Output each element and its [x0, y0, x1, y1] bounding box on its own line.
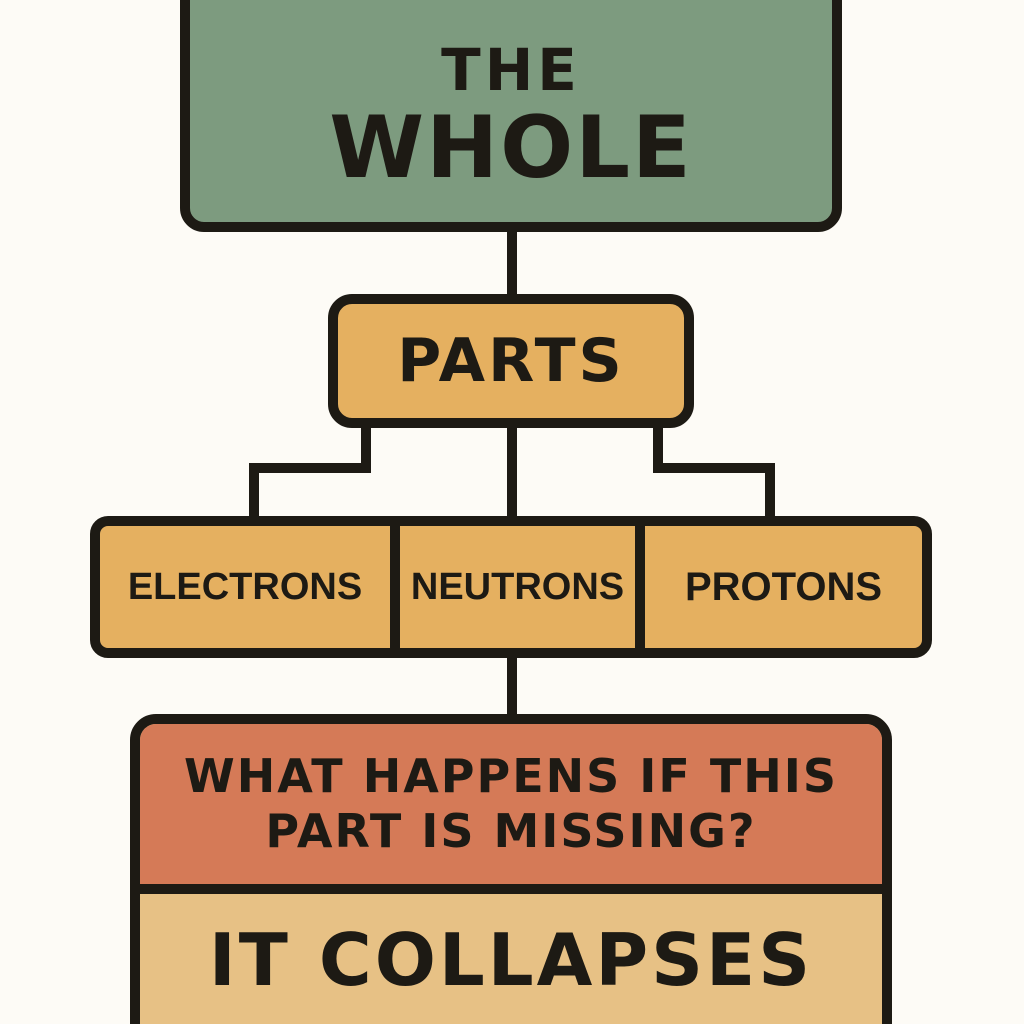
- component-electrons: ELECTRONS: [100, 526, 400, 648]
- question-box: WHAT HAPPENS IF THIS PART IS MISSING?: [140, 724, 882, 894]
- question-answer-block: WHAT HAPPENS IF THIS PART IS MISSING? IT…: [130, 714, 892, 1024]
- answer-label: IT COLLAPSES: [208, 918, 814, 1002]
- connector-parts-protons: [653, 424, 775, 520]
- connector-parts-electrons: [249, 424, 371, 520]
- parts-label: PARTS: [397, 326, 625, 396]
- whole-title-line1: THE: [441, 36, 581, 104]
- component-protons: PROTONS: [684, 564, 883, 609]
- whole-box: THE WHOLE: [180, 0, 842, 232]
- question-label: WHAT HAPPENS IF THIS PART IS MISSING?: [184, 748, 838, 858]
- parts-box: PARTS: [328, 294, 694, 428]
- components-row: ELECTRONS NEUTRONS PROTONS: [90, 516, 932, 658]
- answer-box: IT COLLAPSES: [140, 894, 882, 1024]
- whole-title-line2: WHOLE: [329, 98, 693, 198]
- component-neutrons: NEUTRONS: [400, 526, 645, 648]
